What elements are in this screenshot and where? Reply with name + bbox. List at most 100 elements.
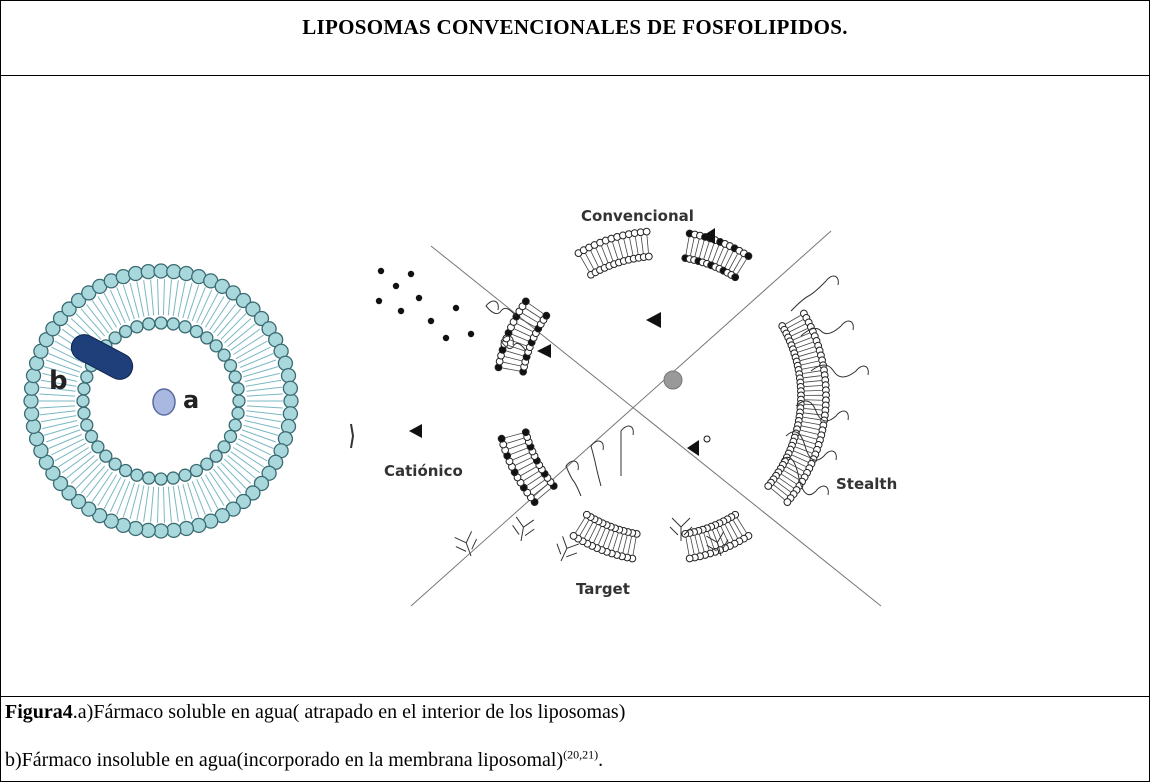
- lipid-tail: [242, 360, 276, 372]
- lipid-tail: [123, 483, 134, 517]
- divider-line: [431, 246, 881, 606]
- lipid-tail: [110, 290, 125, 323]
- lipid-tail: [504, 362, 521, 366]
- lipid-tail: [246, 380, 281, 386]
- lipid-tail: [699, 241, 704, 257]
- label-a: a: [183, 386, 199, 414]
- lipid-tail: [771, 489, 784, 500]
- lipid-tail: [510, 340, 526, 346]
- lipid-tail: [613, 242, 618, 258]
- lipid-head: [784, 499, 791, 506]
- label-stealth: Stealth: [836, 475, 897, 493]
- lipid-tail: [805, 385, 822, 386]
- lipid-tail: [246, 387, 282, 391]
- lipid-head: [284, 394, 298, 408]
- lipid-tail: [782, 474, 796, 483]
- lipid-head: [179, 266, 193, 280]
- lipid-tail: [163, 487, 164, 523]
- lipid-tail: [797, 342, 813, 348]
- lipid-tail: [691, 238, 694, 255]
- lipid-head: [26, 369, 40, 383]
- peg-chain: [591, 441, 603, 486]
- lipid-tail: [602, 246, 608, 262]
- lipid-tail: [686, 237, 689, 254]
- lipid-tail: [647, 236, 648, 253]
- lipid-tail: [803, 417, 820, 420]
- lipid-head: [131, 469, 143, 481]
- lipid-tail: [168, 279, 171, 315]
- lipid-tail: [804, 409, 821, 410]
- lipid-tail: [39, 406, 75, 408]
- lipid-head: [229, 419, 241, 431]
- lipid-tail: [717, 248, 724, 264]
- lipid-tail: [799, 352, 815, 357]
- lipid-tail: [596, 249, 603, 265]
- drug-a-icon: [153, 389, 175, 415]
- lipid-head: [116, 270, 130, 284]
- liposome-figure: b a Convencional Catiónico Stealth: [1, 76, 1149, 696]
- triangle-drug-icon: [409, 424, 422, 438]
- lipid-head: [167, 523, 181, 537]
- lipid-head: [77, 395, 89, 407]
- lipid-tail: [607, 244, 613, 260]
- lipid-tail: [40, 411, 76, 415]
- lipid-head: [583, 511, 590, 518]
- lipid-tail: [197, 479, 212, 512]
- drug-particle-icon: [664, 371, 682, 389]
- lipid-head: [278, 356, 292, 370]
- cationic-group: [468, 331, 474, 337]
- lipid-tail: [695, 240, 699, 257]
- lipid-head: [643, 228, 650, 235]
- lipid-tail: [802, 426, 819, 430]
- page-title: LIPOSOMAS CONVENCIONALES DE FOSFOLIPIDOS…: [1, 15, 1149, 40]
- triangle-drug-icon: [687, 440, 699, 456]
- lipid-tail: [197, 290, 212, 323]
- lipid-tail: [158, 279, 159, 315]
- divider-line: [411, 231, 831, 606]
- lipid-tail: [613, 533, 618, 549]
- lipid-tail: [240, 434, 273, 448]
- lipid-head: [522, 429, 529, 436]
- lipid-head: [745, 253, 752, 260]
- lipid-tail: [247, 394, 283, 396]
- lipid-head: [25, 407, 39, 421]
- lipid-tail: [41, 416, 76, 422]
- lipid-tail: [608, 532, 614, 548]
- lipid-tail: [188, 483, 199, 517]
- lipid-head: [129, 266, 143, 280]
- lipid-tail: [144, 486, 149, 522]
- lipid-tail: [804, 376, 821, 378]
- lipid-head: [143, 318, 155, 330]
- lipid-head: [81, 371, 93, 383]
- lipid-tail: [586, 254, 594, 269]
- lipid-tail: [511, 448, 527, 454]
- lipid-tail: [173, 486, 178, 522]
- lipid-tail: [599, 529, 606, 545]
- antibody-icon: [510, 516, 536, 542]
- lipid-head: [179, 522, 193, 536]
- lipid-tail: [188, 285, 199, 319]
- lipid-head: [155, 317, 167, 329]
- lipid-tail: [699, 535, 704, 551]
- lipid-tail: [691, 537, 694, 554]
- cationic-group: [428, 318, 434, 324]
- lipid-tail: [123, 285, 134, 319]
- lipid-head: [167, 472, 179, 484]
- lipid-head: [765, 483, 772, 490]
- caption-line-2-text: b)Fármaco insoluble en agua(incorporado …: [5, 749, 563, 771]
- cationic-group: [398, 308, 404, 314]
- lipid-tail: [516, 458, 531, 465]
- lipid-tail: [151, 487, 154, 523]
- caption-row: Figura4.a)Fármaco soluble en agua( atrap…: [1, 697, 1149, 783]
- lipid-head: [167, 265, 181, 279]
- lipid-tail: [623, 536, 627, 553]
- lipid-head: [120, 326, 132, 338]
- lipid-tail: [786, 316, 801, 325]
- lipid-tail: [110, 479, 125, 512]
- caption-line-2: b)Fármaco insoluble en agua(incorporado …: [5, 749, 603, 772]
- lipid-head: [24, 394, 38, 408]
- lipid-head: [129, 522, 143, 536]
- lipid-tail: [779, 478, 793, 488]
- lipid-tail: [117, 287, 130, 321]
- drug-b-icon: [67, 330, 137, 384]
